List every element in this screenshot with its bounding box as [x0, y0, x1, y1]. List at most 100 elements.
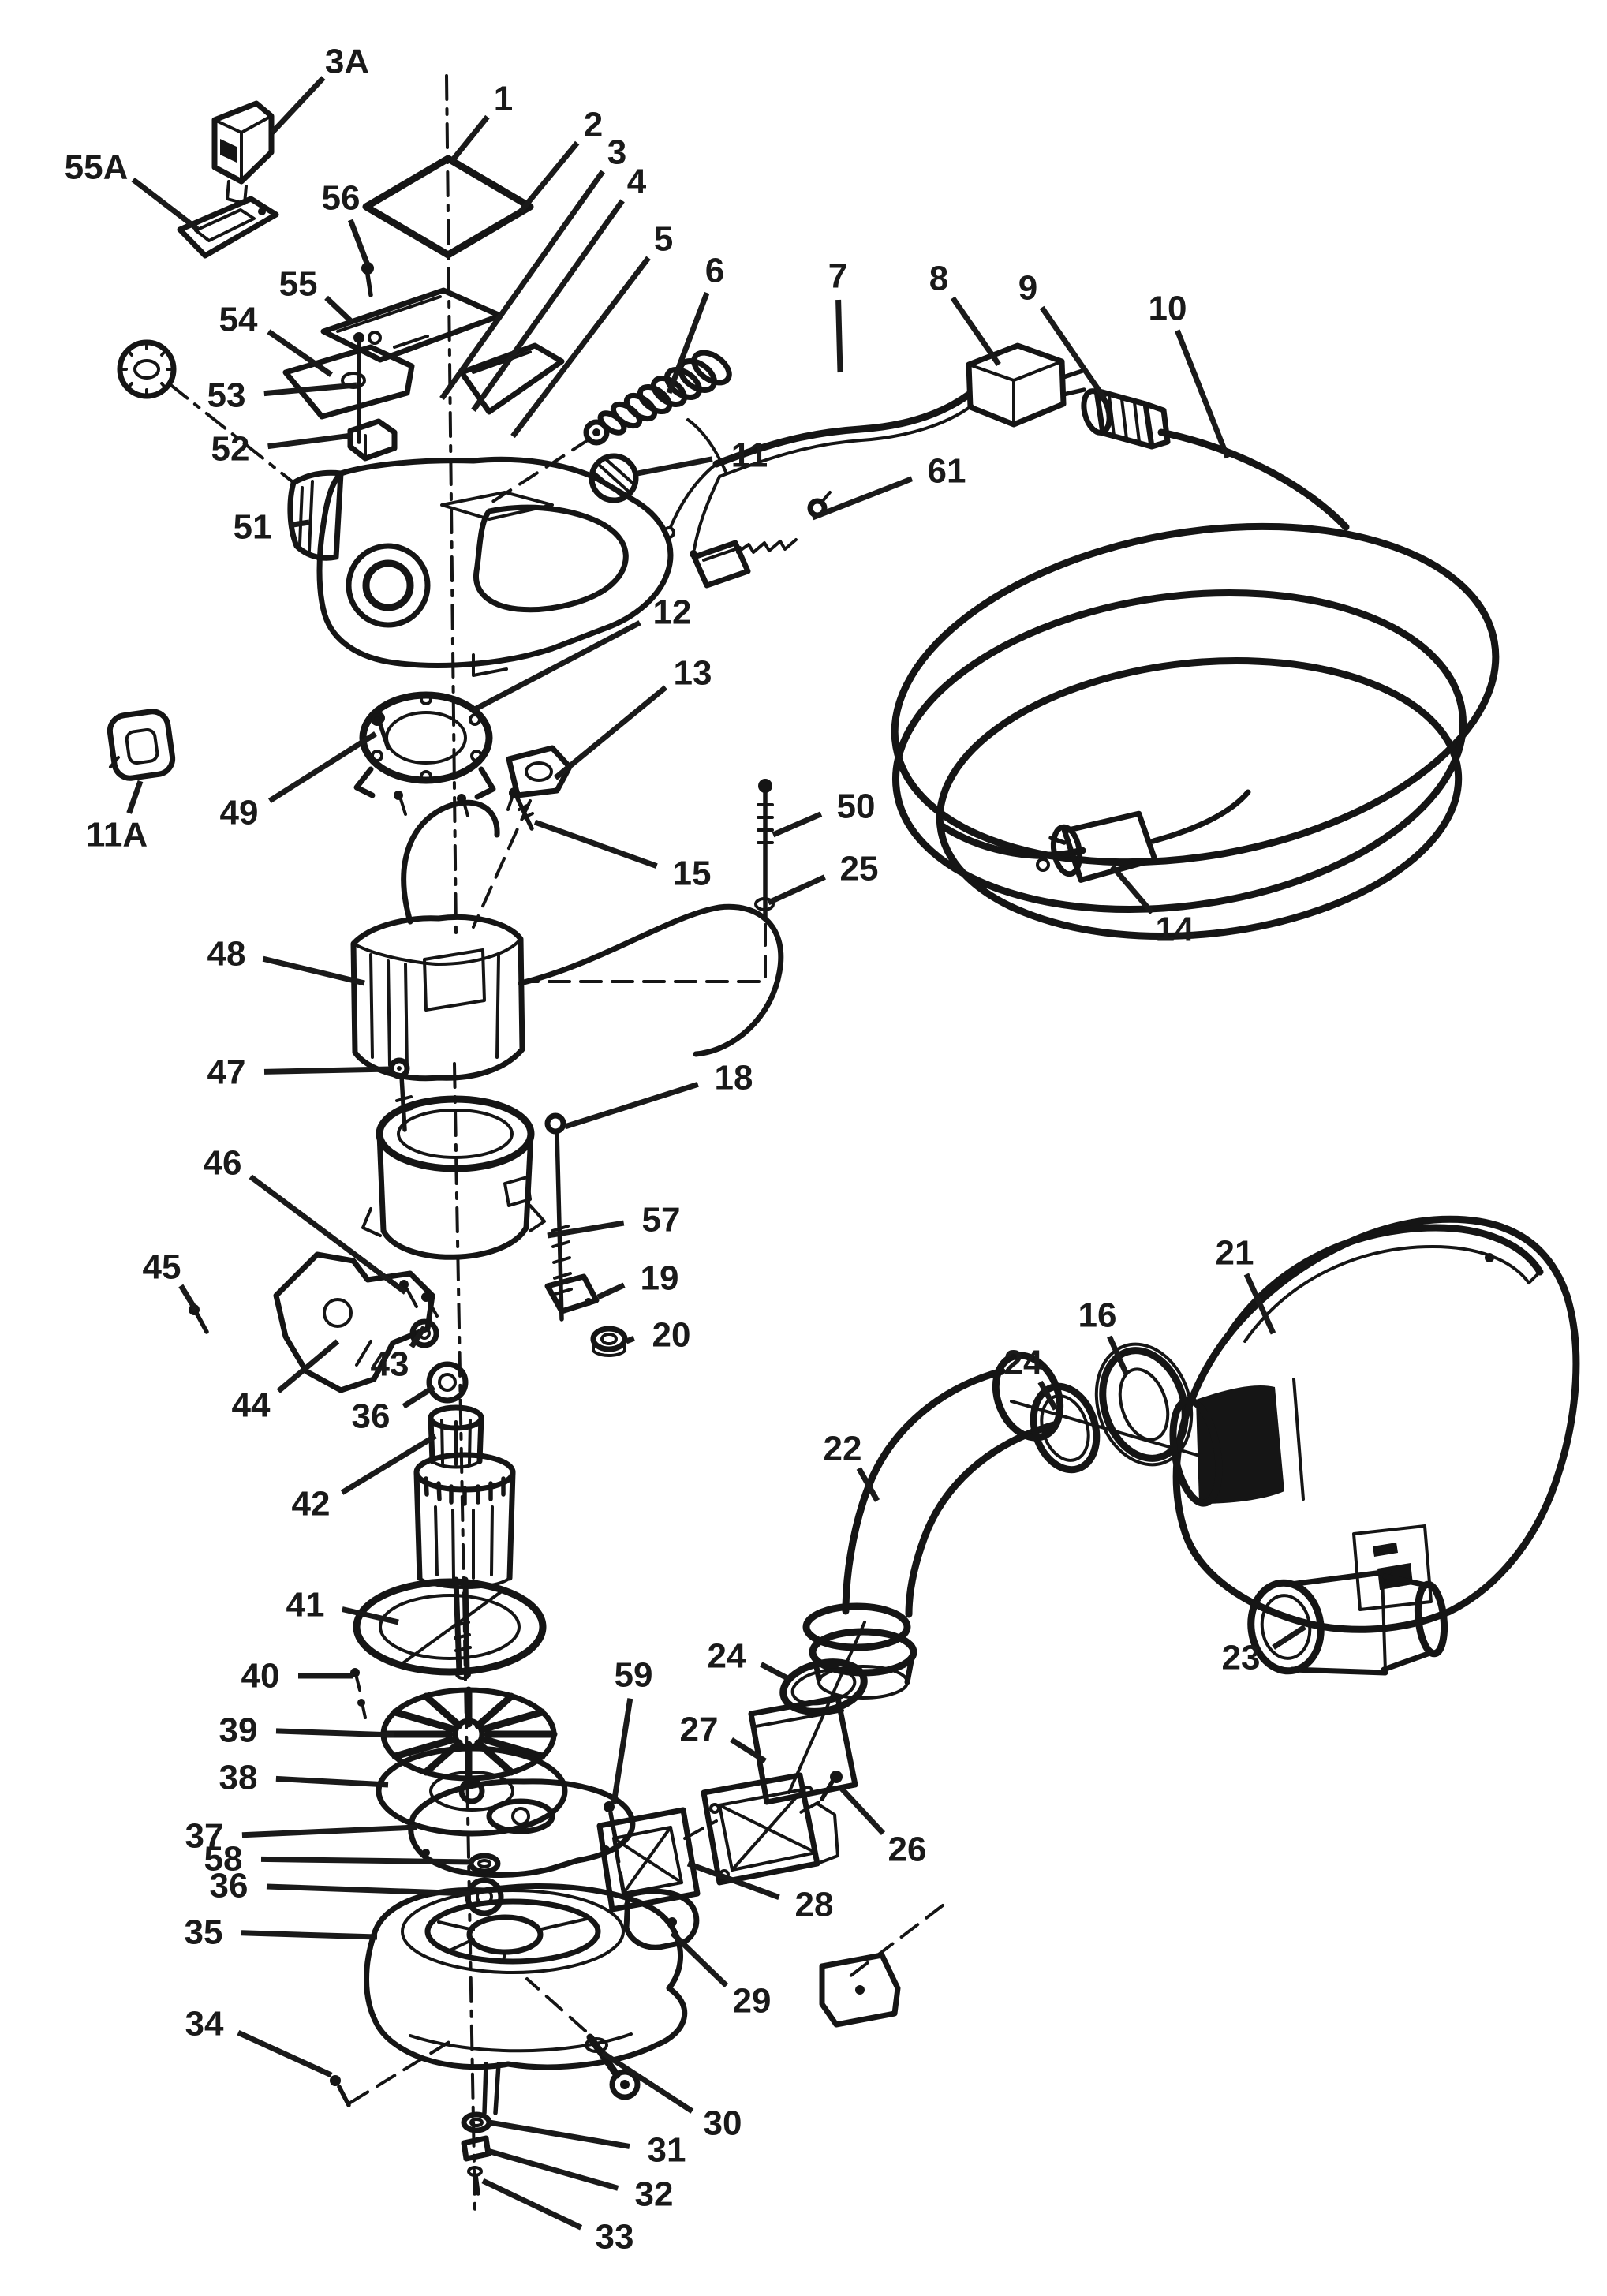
part-label-33: 33	[596, 2218, 634, 2257]
lockwasher-25-artwork	[754, 897, 775, 911]
part-label-49: 49	[220, 794, 259, 832]
bearing-plate-artwork	[408, 1778, 636, 1879]
leader-line-23	[1272, 1625, 1306, 1650]
part-label-40: 40	[241, 1657, 280, 1696]
leader-line-3	[439, 170, 605, 401]
part-label-26: 26	[888, 1830, 927, 1869]
leader-line-59	[611, 1698, 633, 1804]
housing-cover-artwork	[287, 456, 674, 677]
part-label-8: 8	[929, 260, 948, 298]
leader-line-44	[276, 1339, 340, 1393]
part-label-45: 45	[143, 1248, 181, 1287]
part-label-47: 47	[207, 1053, 246, 1092]
washer-31-artwork	[461, 2111, 492, 2133]
screw-56-artwork	[361, 262, 374, 297]
clamp-19-artwork	[544, 1273, 600, 1314]
part-label-9: 9	[1018, 269, 1037, 308]
slider-52-artwork	[347, 418, 398, 462]
retainer-ring-artwork	[353, 691, 496, 817]
leader-line-24	[1037, 1380, 1059, 1411]
fan-artwork	[379, 1686, 558, 1782]
leader-line-54	[267, 329, 333, 377]
leader-line-47	[263, 1066, 391, 1075]
leader-line-55A	[131, 177, 200, 231]
screw-26-artwork	[792, 1771, 843, 1818]
part-label-32: 32	[635, 2175, 674, 2214]
part-label-24: 24	[1004, 1344, 1043, 1382]
part-label-23: 23	[1222, 1639, 1261, 1677]
part-label-59: 59	[615, 1656, 653, 1695]
part-label-57: 57	[642, 1201, 681, 1240]
leader-line-15	[533, 819, 658, 869]
leader-line-27	[730, 1737, 767, 1763]
oring-24-lower-artwork	[779, 1658, 868, 1715]
plug-9-artwork	[1081, 387, 1171, 450]
leader-line-3A	[270, 76, 326, 135]
part-label-22: 22	[824, 1430, 862, 1468]
nameplate-artwork	[177, 196, 279, 259]
part-label-3A: 3A	[325, 43, 369, 81]
insulator-ring-artwork	[353, 1578, 547, 1676]
part-label-55: 55	[279, 265, 318, 304]
leader-line-20	[625, 1335, 635, 1344]
leader-line-46	[249, 1174, 408, 1295]
screw-18-artwork	[544, 1112, 573, 1322]
nut-32-artwork	[461, 2135, 491, 2162]
part-label-3: 3	[607, 133, 626, 172]
part-label-41: 41	[286, 1586, 325, 1625]
leader-line-29	[670, 1931, 729, 1988]
spacer-58-artwork	[468, 1853, 501, 1875]
part-label-48: 48	[207, 935, 246, 974]
leader-line-11A	[126, 780, 144, 814]
leader-line-19	[596, 1282, 626, 1300]
screws-40-artwork	[350, 1668, 367, 1719]
part-label-37: 37	[185, 1817, 224, 1856]
leader-line-16	[1107, 1335, 1130, 1376]
parts-artwork	[107, 74, 1580, 2211]
part-label-25: 25	[840, 850, 879, 888]
leader-line-14	[1110, 864, 1154, 914]
coiled-cord-artwork	[891, 428, 1500, 940]
part-label-20: 20	[652, 1316, 691, 1355]
clamp-29-artwork	[623, 1888, 944, 2028]
part-label-42: 42	[292, 1485, 331, 1524]
leader-line-34	[237, 2030, 333, 2078]
bearing-36-lower-artwork	[465, 1877, 504, 1916]
leader-line-13	[553, 685, 668, 780]
part-label-36: 36	[352, 1397, 391, 1436]
leader-line-21	[1243, 1273, 1276, 1335]
part-label-4: 4	[627, 163, 647, 201]
part-label-15: 15	[673, 854, 712, 893]
part-label-19: 19	[641, 1259, 679, 1298]
leader-line-52	[267, 432, 353, 450]
leader-line-37	[241, 1824, 417, 1838]
elbow-22-artwork	[802, 1352, 1064, 1700]
leader-line-24	[760, 1662, 790, 1682]
gasket-28-artwork	[596, 1807, 718, 1913]
part-label-16: 16	[1078, 1296, 1117, 1335]
part-label-6: 6	[705, 252, 724, 290]
screw-50-artwork	[522, 779, 775, 983]
screws-46-artwork	[399, 1280, 439, 1318]
leader-line-36	[402, 1385, 435, 1409]
leader-line-7	[835, 299, 843, 373]
part-label-51: 51	[234, 508, 272, 547]
field-coil-artwork	[350, 799, 784, 1082]
leader-line-33	[481, 2178, 583, 2231]
part-label-61: 61	[928, 452, 966, 491]
leader-line-43	[409, 1326, 427, 1349]
leader-line-61	[811, 476, 914, 521]
leader-line-8	[950, 296, 1001, 366]
leader-line-25	[767, 874, 826, 906]
oring-24-upper-artwork	[1030, 1382, 1101, 1474]
leader-line-50	[772, 811, 823, 838]
leader-line-22	[856, 1467, 880, 1502]
part-label-13: 13	[674, 654, 712, 693]
plug-14-artwork	[1036, 789, 1251, 883]
screw-34-artwork	[330, 2037, 456, 2107]
adapter-23-artwork	[1247, 1569, 1448, 1676]
leader-line-58	[260, 1856, 474, 1865]
leader-line-9	[1039, 305, 1107, 400]
leader-line-31	[488, 2119, 630, 2149]
part-label-31: 31	[648, 2131, 686, 2170]
